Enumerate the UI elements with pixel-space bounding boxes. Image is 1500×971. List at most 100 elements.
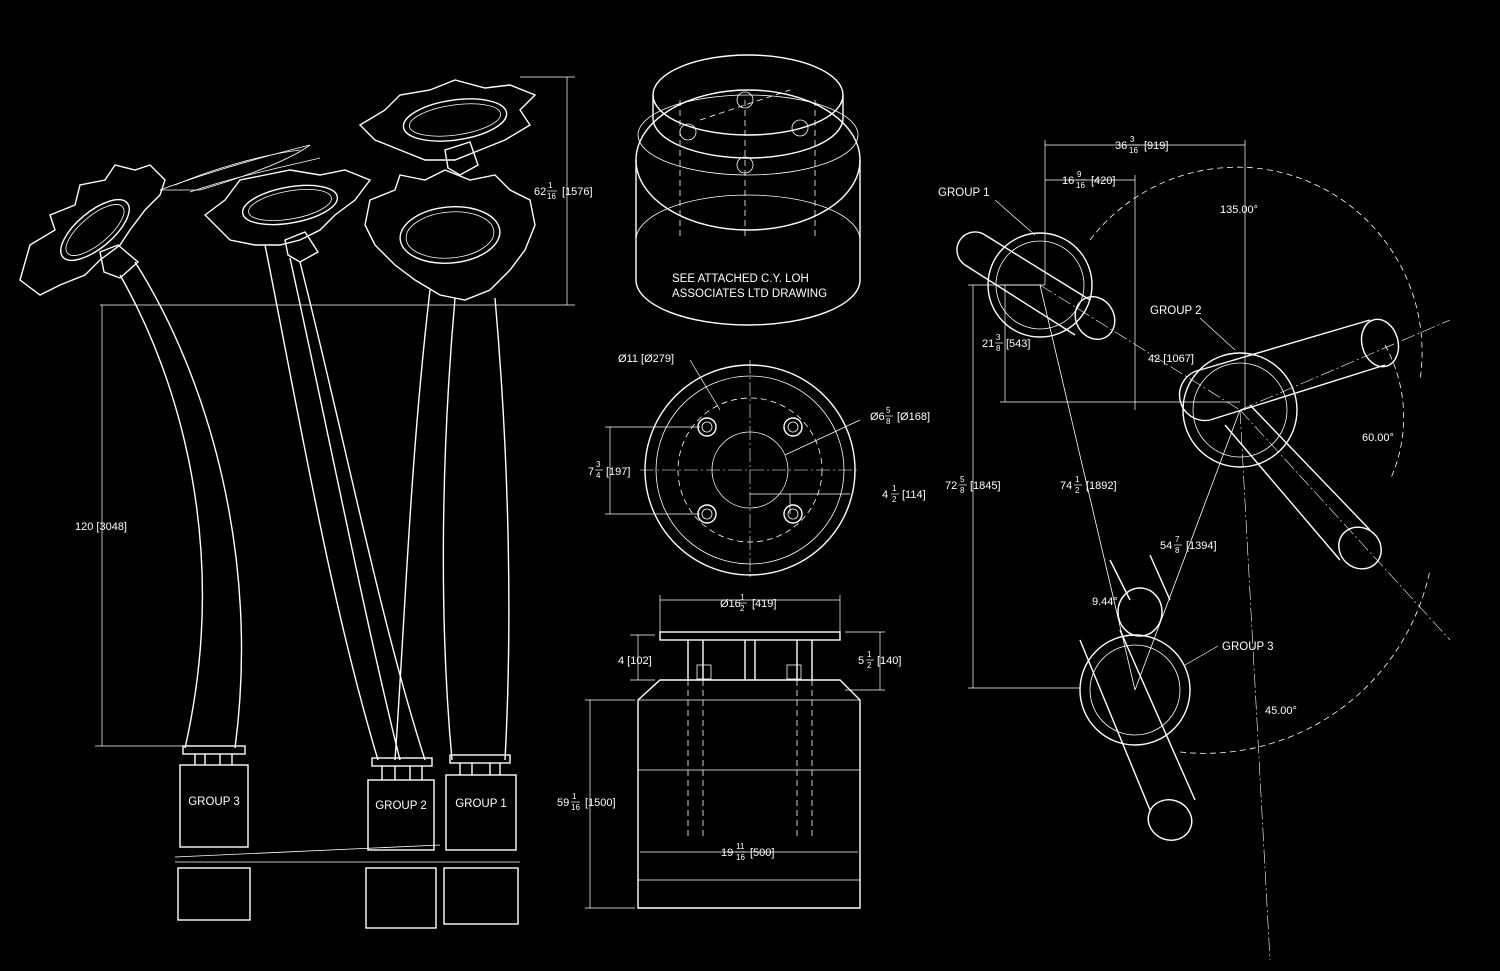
svg-text:7: 7 [1175,535,1180,544]
svg-text:[419]: [419] [752,598,776,610]
svg-text:[543]: [543] [1006,338,1030,350]
svg-text:5: 5 [858,655,864,667]
svg-text:1: 1 [572,792,577,801]
svg-text:5: 5 [960,475,965,484]
svg-text:72: 72 [945,480,957,492]
dim-plan-offset-height: 21 3 8 [543] [982,284,1240,403]
elevation-view: GROUP 3 GROUP 2 GROUP 1 62 1 16 [1576] [19,76,593,929]
svg-text:16: 16 [1076,181,1085,190]
svg-text:1: 1 [740,593,745,602]
svg-text:[114]: [114] [902,489,926,501]
svg-text:74: 74 [1060,480,1072,492]
stem-group2-a [264,244,379,761]
stem-group2-c [299,261,426,761]
svg-text:[1394]: [1394] [1186,540,1217,552]
svg-text:3: 3 [596,460,601,469]
svg-text:2: 2 [892,495,897,504]
foundation-section-view: Ø16 1 2 [419] 4 [102] 5 1 2 [140] 59 1 1… [557,593,901,909]
svg-text:9: 9 [1077,170,1082,179]
dim-plan-offset-width: 16 9 16 [420] [1045,170,1136,410]
dim-plan-overall-width: 36 3 16 [919] [1044,135,1246,410]
angle-label-60: 60.00° [1362,432,1394,444]
sunflower-head-middle [203,169,372,263]
svg-text:36: 36 [1115,140,1127,152]
svg-text:8: 8 [1175,546,1180,555]
plan-centerline-d [1039,284,1241,411]
base-group3: GROUP 3 [177,745,251,921]
angle-label-944: 9.44° [1092,596,1118,608]
sunflower-head-left [19,164,166,296]
svg-text:2: 2 [1075,486,1080,495]
foundation-iso-view: SEE ATTACHED C.Y. LOH ASSOCIATES LTD DRA… [635,54,861,326]
plan-centerline-a [1239,319,1451,411]
svg-text:3: 3 [996,333,1001,342]
svg-text:[1845]: [1845] [970,480,1001,492]
dim-bolt-spacing: 7 3 4 [197] [588,426,700,515]
svg-text:[1576]: [1576] [562,186,593,198]
svg-text:16: 16 [547,192,556,201]
svg-text:1: 1 [892,484,897,493]
svg-text:8: 8 [996,344,1001,353]
svg-text:4 [102]: 4 [102] [618,655,652,667]
angle-label-135: 135.00° [1220,204,1258,216]
svg-text:16: 16 [1062,175,1074,187]
sunflower-head-top [358,79,537,176]
svg-text:120 [3048]: 120 [3048] [75,521,127,533]
dim-plate-dia: Ø16 1 2 [419] [659,593,841,632]
svg-text:59: 59 [557,797,569,809]
svg-text:[1892]: [1892] [1086,480,1117,492]
foundation-plan-view: Ø11 [Ø279] Ø6 5 8 [Ø168] 7 3 4 [197] 4 1… [588,353,930,580]
plan-arc-45 [1179,569,1431,754]
dim-stem-height: 120 [3048] [75,305,185,747]
svg-text:11: 11 [736,842,745,851]
plan-view: GROUP 1 GROUP 2 GROUP 3 36 3 16 [919] 16… [938,135,1451,961]
plan-label-group1: GROUP 1 [938,187,990,199]
plan-arc-60 [1384,344,1404,481]
svg-text:Ø6: Ø6 [870,411,885,423]
ground-break-line [174,844,520,863]
svg-text:54: 54 [1160,540,1172,552]
svg-text:1: 1 [548,181,553,190]
svg-text:[140]: [140] [877,655,901,667]
stem-group1-c [494,297,510,761]
svg-text:5: 5 [886,406,891,415]
plan-centerline-c [1239,409,1271,961]
svg-text:Ø16: Ø16 [720,598,741,610]
plan-label-group3: GROUP 3 [1222,641,1274,653]
plan-group1 [956,231,1116,340]
sunflower-head-front [364,169,536,301]
base-label-group1: GROUP 1 [455,798,507,810]
stem-group3-b [134,261,243,749]
svg-text:[197]: [197] [606,466,630,478]
angle-label-45: 45.00° [1265,705,1297,717]
dim-pile-height: 59 1 16 [1500] [557,699,635,909]
dim-overall-height: 62 1 16 [1576] [100,76,593,306]
iso-note-line2: ASSOCIATES LTD DRAWING [672,288,827,300]
stem-group1-a [394,289,431,761]
dim-plan-radius-g2: 42 [1067] [1148,353,1194,365]
svg-text:16: 16 [736,853,745,862]
svg-text:Ø11 [Ø279]: Ø11 [Ø279] [618,353,674,365]
plan-group3 [1079,554,1196,841]
anchor-bolts [697,417,803,524]
svg-text:8: 8 [886,417,891,426]
dim-bolt-dia: Ø6 5 8 [Ø168] [784,406,930,456]
dim-plate-height: 5 1 2 [140] [845,631,901,691]
plan-centerline-b [1239,409,1451,641]
base-label-group3: GROUP 3 [188,796,240,808]
svg-text:8: 8 [960,486,965,495]
svg-text:4: 4 [596,471,601,480]
dim-plate-gap: 4 [102] [618,634,655,681]
dim-plan-overall-height: 72 5 8 [1845] [945,284,1080,689]
svg-text:62: 62 [534,186,546,198]
plan-group2 [1178,318,1400,570]
svg-text:2: 2 [740,604,745,613]
base-group1: GROUP 1 [443,754,519,925]
svg-text:[1500]: [1500] [585,797,616,809]
svg-text:1: 1 [1075,475,1080,484]
dim-plan-diag-1: 74 1 2 [1892] [1060,475,1117,495]
svg-text:[Ø168]: [Ø168] [897,411,930,423]
base-label-group2: GROUP 2 [375,800,427,812]
svg-text:[500]: [500] [750,847,774,859]
dim-bolt-offset: 4 1 2 [114] [750,484,926,514]
